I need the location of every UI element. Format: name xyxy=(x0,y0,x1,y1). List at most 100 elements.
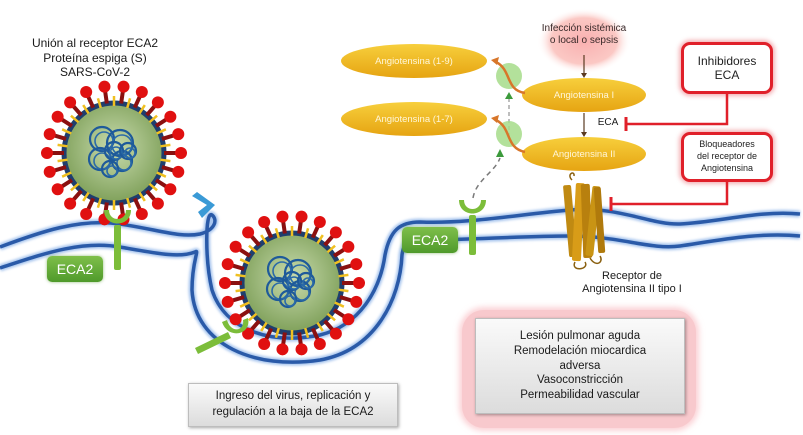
infection-label: Infección sistémica o local o sepsis xyxy=(528,23,640,47)
virus-envelope xyxy=(239,230,345,336)
label-line: Unión al receptor ECA2 xyxy=(31,36,159,50)
spike-protein xyxy=(313,216,326,229)
membrane-protein xyxy=(334,301,345,308)
virus-binding-label: Unión al receptor ECA2 Proteína espiga (… xyxy=(20,36,170,80)
membrane-protein xyxy=(138,191,146,202)
membrane-protein xyxy=(57,158,68,163)
membrane-protein xyxy=(334,258,345,265)
membrane-protein xyxy=(239,258,250,265)
spike-protein xyxy=(164,110,177,123)
label-line: adversa xyxy=(559,359,601,372)
label-line: SARS-CoV-2 xyxy=(59,65,131,80)
label-line: o local o sepsis xyxy=(549,35,619,47)
label-line: regulación a la baja de la ECA2 xyxy=(212,406,374,418)
dashed-arrow-icon xyxy=(472,157,501,199)
virus-particle-2 xyxy=(219,210,365,356)
chevron-arrow-icon xyxy=(192,192,215,218)
spike-protein xyxy=(313,337,326,350)
angiotensin-1-9-label: Angiotensina (1-9) xyxy=(375,55,453,67)
membrane-protein xyxy=(82,191,90,202)
spike-protein xyxy=(329,226,342,239)
spike-protein xyxy=(135,86,148,99)
receptor-blockers-box: Bloqueadores del receptor de Angiotensin… xyxy=(681,132,773,182)
membrane-protein xyxy=(126,197,132,209)
spike-protein xyxy=(295,343,308,356)
at1-receptor-icon xyxy=(563,172,606,270)
rna-coil xyxy=(302,277,314,289)
label-line: Angiotensina II tipo I xyxy=(582,283,682,296)
angiotensin-1-7-label: Angiotensina (1-7) xyxy=(375,113,453,125)
spike-protein xyxy=(43,128,56,141)
eca2-tag-right: ECA2 xyxy=(402,227,458,253)
membrane-protein xyxy=(235,288,246,293)
membrane-protein xyxy=(70,182,80,192)
ace-inhibitors-box: Inhibidores ECA xyxy=(681,42,773,94)
spike-protein xyxy=(350,295,363,308)
rna-coil xyxy=(296,271,316,291)
membrane-protein xyxy=(235,273,246,278)
rna-coil xyxy=(124,147,136,159)
virus-entry-box: Ingreso del virus, replicación y regulac… xyxy=(188,383,398,427)
spike-protein xyxy=(64,197,77,210)
membrane-protein xyxy=(274,327,280,339)
spike-protein xyxy=(51,183,64,196)
spike-protein xyxy=(229,240,242,253)
membrane-protein xyxy=(156,171,167,178)
spike-protein xyxy=(219,277,231,289)
rna-coil xyxy=(103,140,125,162)
membrane-protein xyxy=(160,158,171,163)
label-line: Angiotensina xyxy=(700,162,754,173)
conversion-arrow-icon xyxy=(495,60,526,95)
inhibition-line-eca xyxy=(627,92,729,126)
label-line: ECA xyxy=(714,68,740,82)
spike-protein xyxy=(221,295,234,308)
spike-protein xyxy=(350,258,363,271)
rna-coil xyxy=(118,141,138,161)
label-line: Lesión pulmonar aguda xyxy=(519,330,641,343)
angiotensin-ii-ellipse xyxy=(522,137,646,171)
label-line: Inhibidores xyxy=(697,54,757,68)
label-line: Permeabilidad vascular xyxy=(520,389,640,402)
membrane-protein xyxy=(96,97,102,109)
membrane-protein xyxy=(338,273,349,278)
rna-coil xyxy=(281,270,303,292)
label-line: Bloqueadores xyxy=(699,139,755,150)
angiotensin-i-label: Angiotensina I xyxy=(553,89,615,101)
spike-protein xyxy=(80,207,93,220)
membrane-protein xyxy=(326,244,336,254)
arrowhead-icon xyxy=(496,149,504,157)
spike-protein xyxy=(151,197,164,210)
spike-protein xyxy=(242,226,255,239)
membrane-protein xyxy=(156,128,167,135)
at1-receptor-label: Receptor de Angiotensina II tipo I xyxy=(562,270,702,297)
inhibition-line-receptor xyxy=(612,176,729,206)
rna-coil xyxy=(105,128,135,158)
membrane-protein xyxy=(248,312,258,322)
label-line: del receptor de xyxy=(696,151,758,162)
spike-protein xyxy=(117,80,130,93)
label-line: Vasoconstricción xyxy=(536,374,624,387)
cell-membrane xyxy=(0,205,801,366)
spike-protein xyxy=(242,327,255,340)
membrane-protein xyxy=(239,301,250,308)
arrowhead-icon xyxy=(491,115,499,123)
spike-protein xyxy=(175,147,187,159)
spike-protein xyxy=(51,110,64,123)
spike-protein xyxy=(172,128,185,141)
enzyme-blob xyxy=(496,63,522,89)
spike-protein xyxy=(135,207,148,220)
membrane-protein xyxy=(260,234,268,245)
angiotensin-1-7-ellipse xyxy=(341,102,487,136)
enzyme-blob xyxy=(496,121,522,147)
spike-protein xyxy=(80,86,93,99)
infection-glow xyxy=(537,8,631,74)
membrane-protein xyxy=(61,171,72,178)
membrane-protein xyxy=(274,227,280,239)
membrane-protein xyxy=(96,197,102,209)
spike-protein xyxy=(43,165,56,178)
arrowhead-icon xyxy=(491,57,499,65)
spike-protein xyxy=(342,240,355,253)
eca-label: ECA xyxy=(597,117,619,128)
membrane-protein xyxy=(338,288,349,293)
